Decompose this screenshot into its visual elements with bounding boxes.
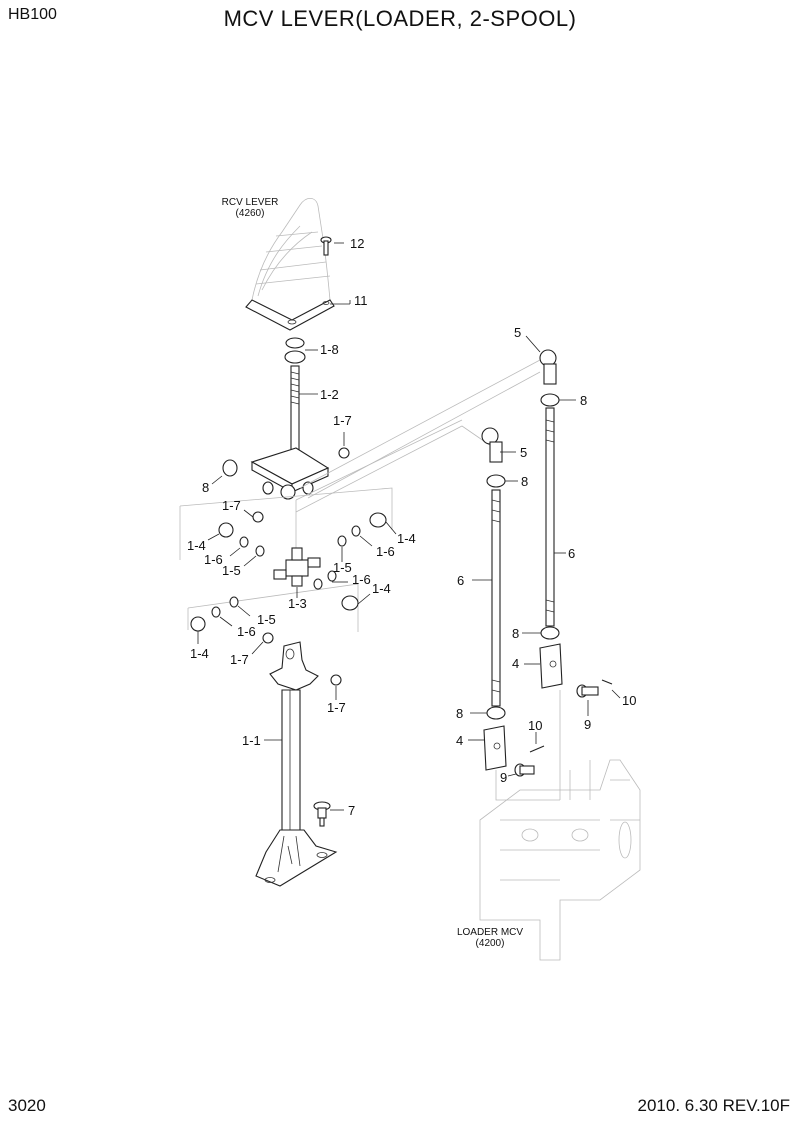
- nut-8: [486, 706, 506, 720]
- bushing-1-4: [341, 595, 359, 611]
- callout-11: 11: [354, 293, 368, 308]
- boot-plate: [245, 299, 335, 331]
- o-ring-1-7: [330, 674, 342, 686]
- bushing-1-4: [218, 522, 234, 538]
- model-code: HB100: [8, 6, 57, 23]
- snap-ring-1-5: [229, 596, 239, 608]
- rcv-lever-name: RCV LEVER: [222, 197, 279, 208]
- callout-1-4: 1-4: [397, 531, 416, 546]
- rod-6: [545, 407, 555, 627]
- callout-8: 8: [521, 474, 528, 489]
- callout-10: 10: [528, 718, 542, 733]
- callout-1-2: 1-2: [320, 387, 339, 402]
- callout-8: 8: [580, 393, 587, 408]
- callout-6: 6: [568, 546, 575, 561]
- callout-1-4: 1-4: [187, 538, 206, 553]
- callout-4: 4: [512, 656, 519, 671]
- callout-1-6: 1-6: [204, 552, 223, 567]
- plate-hole: [287, 319, 297, 325]
- leader-lines: [197, 242, 621, 811]
- lever-column-1-1: [255, 641, 338, 887]
- callout-5: 5: [514, 325, 521, 340]
- rod-6: [491, 489, 501, 707]
- callout-1-1: 1-1: [242, 733, 261, 748]
- callout-1-4: 1-4: [372, 581, 391, 596]
- rcv-lever-code: (4260): [236, 208, 265, 219]
- o-ring-1-7: [338, 447, 350, 459]
- page-title: MCV LEVER(LOADER, 2-SPOOL): [223, 6, 577, 31]
- callout-1-5: 1-5: [333, 560, 352, 575]
- callout-1-5: 1-5: [257, 612, 276, 627]
- nut-8: [540, 626, 560, 640]
- bushing-1-4: [369, 512, 387, 528]
- loader-mcv-code: (4200): [476, 938, 505, 949]
- callout-1-6: 1-6: [237, 624, 256, 639]
- page-number: 3020: [8, 1096, 46, 1115]
- cross-joint-1-3: [273, 547, 321, 587]
- callout-1-8: 1-8: [320, 342, 339, 357]
- washer-1-6: [239, 536, 249, 548]
- clevis-4: [483, 725, 507, 771]
- top-bracket: [250, 447, 330, 500]
- guide-line: [495, 690, 561, 801]
- washer-1-6: [327, 570, 337, 582]
- pin-9: [576, 684, 599, 698]
- callout-6: 6: [457, 573, 464, 588]
- callout-1-6: 1-6: [376, 544, 395, 559]
- callout-1-5: 1-5: [222, 563, 241, 578]
- callout-4: 4: [456, 733, 463, 748]
- nut-1-8: [284, 337, 306, 364]
- callout-9: 9: [500, 770, 507, 785]
- washer-1-6: [351, 525, 361, 537]
- guide-line: [299, 359, 541, 499]
- callout-10: 10: [622, 693, 636, 708]
- callout-8: 8: [456, 706, 463, 721]
- snap-ring-1-5: [313, 578, 323, 590]
- o-ring-1-7: [262, 632, 274, 644]
- rod-end-5: [539, 349, 557, 385]
- loader-mcv-block: [479, 759, 641, 961]
- callout-1-7: 1-7: [333, 413, 352, 428]
- pin-9: [514, 763, 535, 777]
- washer-1-6: [211, 606, 221, 618]
- callout-1-6: 1-6: [352, 572, 371, 587]
- snap-ring-1-5: [337, 535, 347, 547]
- clevis-4: [539, 643, 563, 689]
- callout-5: 5: [520, 445, 527, 460]
- bolt-7: [313, 801, 331, 827]
- callout-1-7: 1-7: [230, 652, 249, 667]
- screw-12: [320, 236, 332, 256]
- o-ring-1-7: [252, 511, 264, 523]
- snap-ring-1-5: [255, 545, 265, 557]
- cotter-pin-10: [601, 679, 613, 685]
- washer-8: [222, 459, 238, 477]
- rcv-lever-boot: [251, 197, 331, 301]
- callout-1-3: 1-3: [288, 596, 307, 611]
- callout-9: 9: [584, 717, 591, 732]
- bushing-1-4: [190, 616, 206, 632]
- callout-1-7: 1-7: [327, 700, 346, 715]
- cotter-pin-10: [529, 745, 545, 753]
- callout-8: 8: [512, 626, 519, 641]
- nut-8: [486, 474, 506, 488]
- loader-mcv-name: LOADER MCV: [457, 927, 523, 938]
- callout-7: 7: [348, 803, 355, 818]
- rod-end-5: [481, 427, 503, 463]
- assembly-frame: [187, 583, 359, 632]
- plate-hole: [322, 301, 330, 305]
- callout-1-4: 1-4: [190, 646, 209, 661]
- revision-date: 2010. 6.30 REV.10F: [637, 1096, 791, 1115]
- callout-8: 8: [202, 480, 209, 495]
- callout-1-7: 1-7: [222, 498, 241, 513]
- callout-12: 12: [350, 236, 364, 251]
- nut-8: [540, 393, 560, 407]
